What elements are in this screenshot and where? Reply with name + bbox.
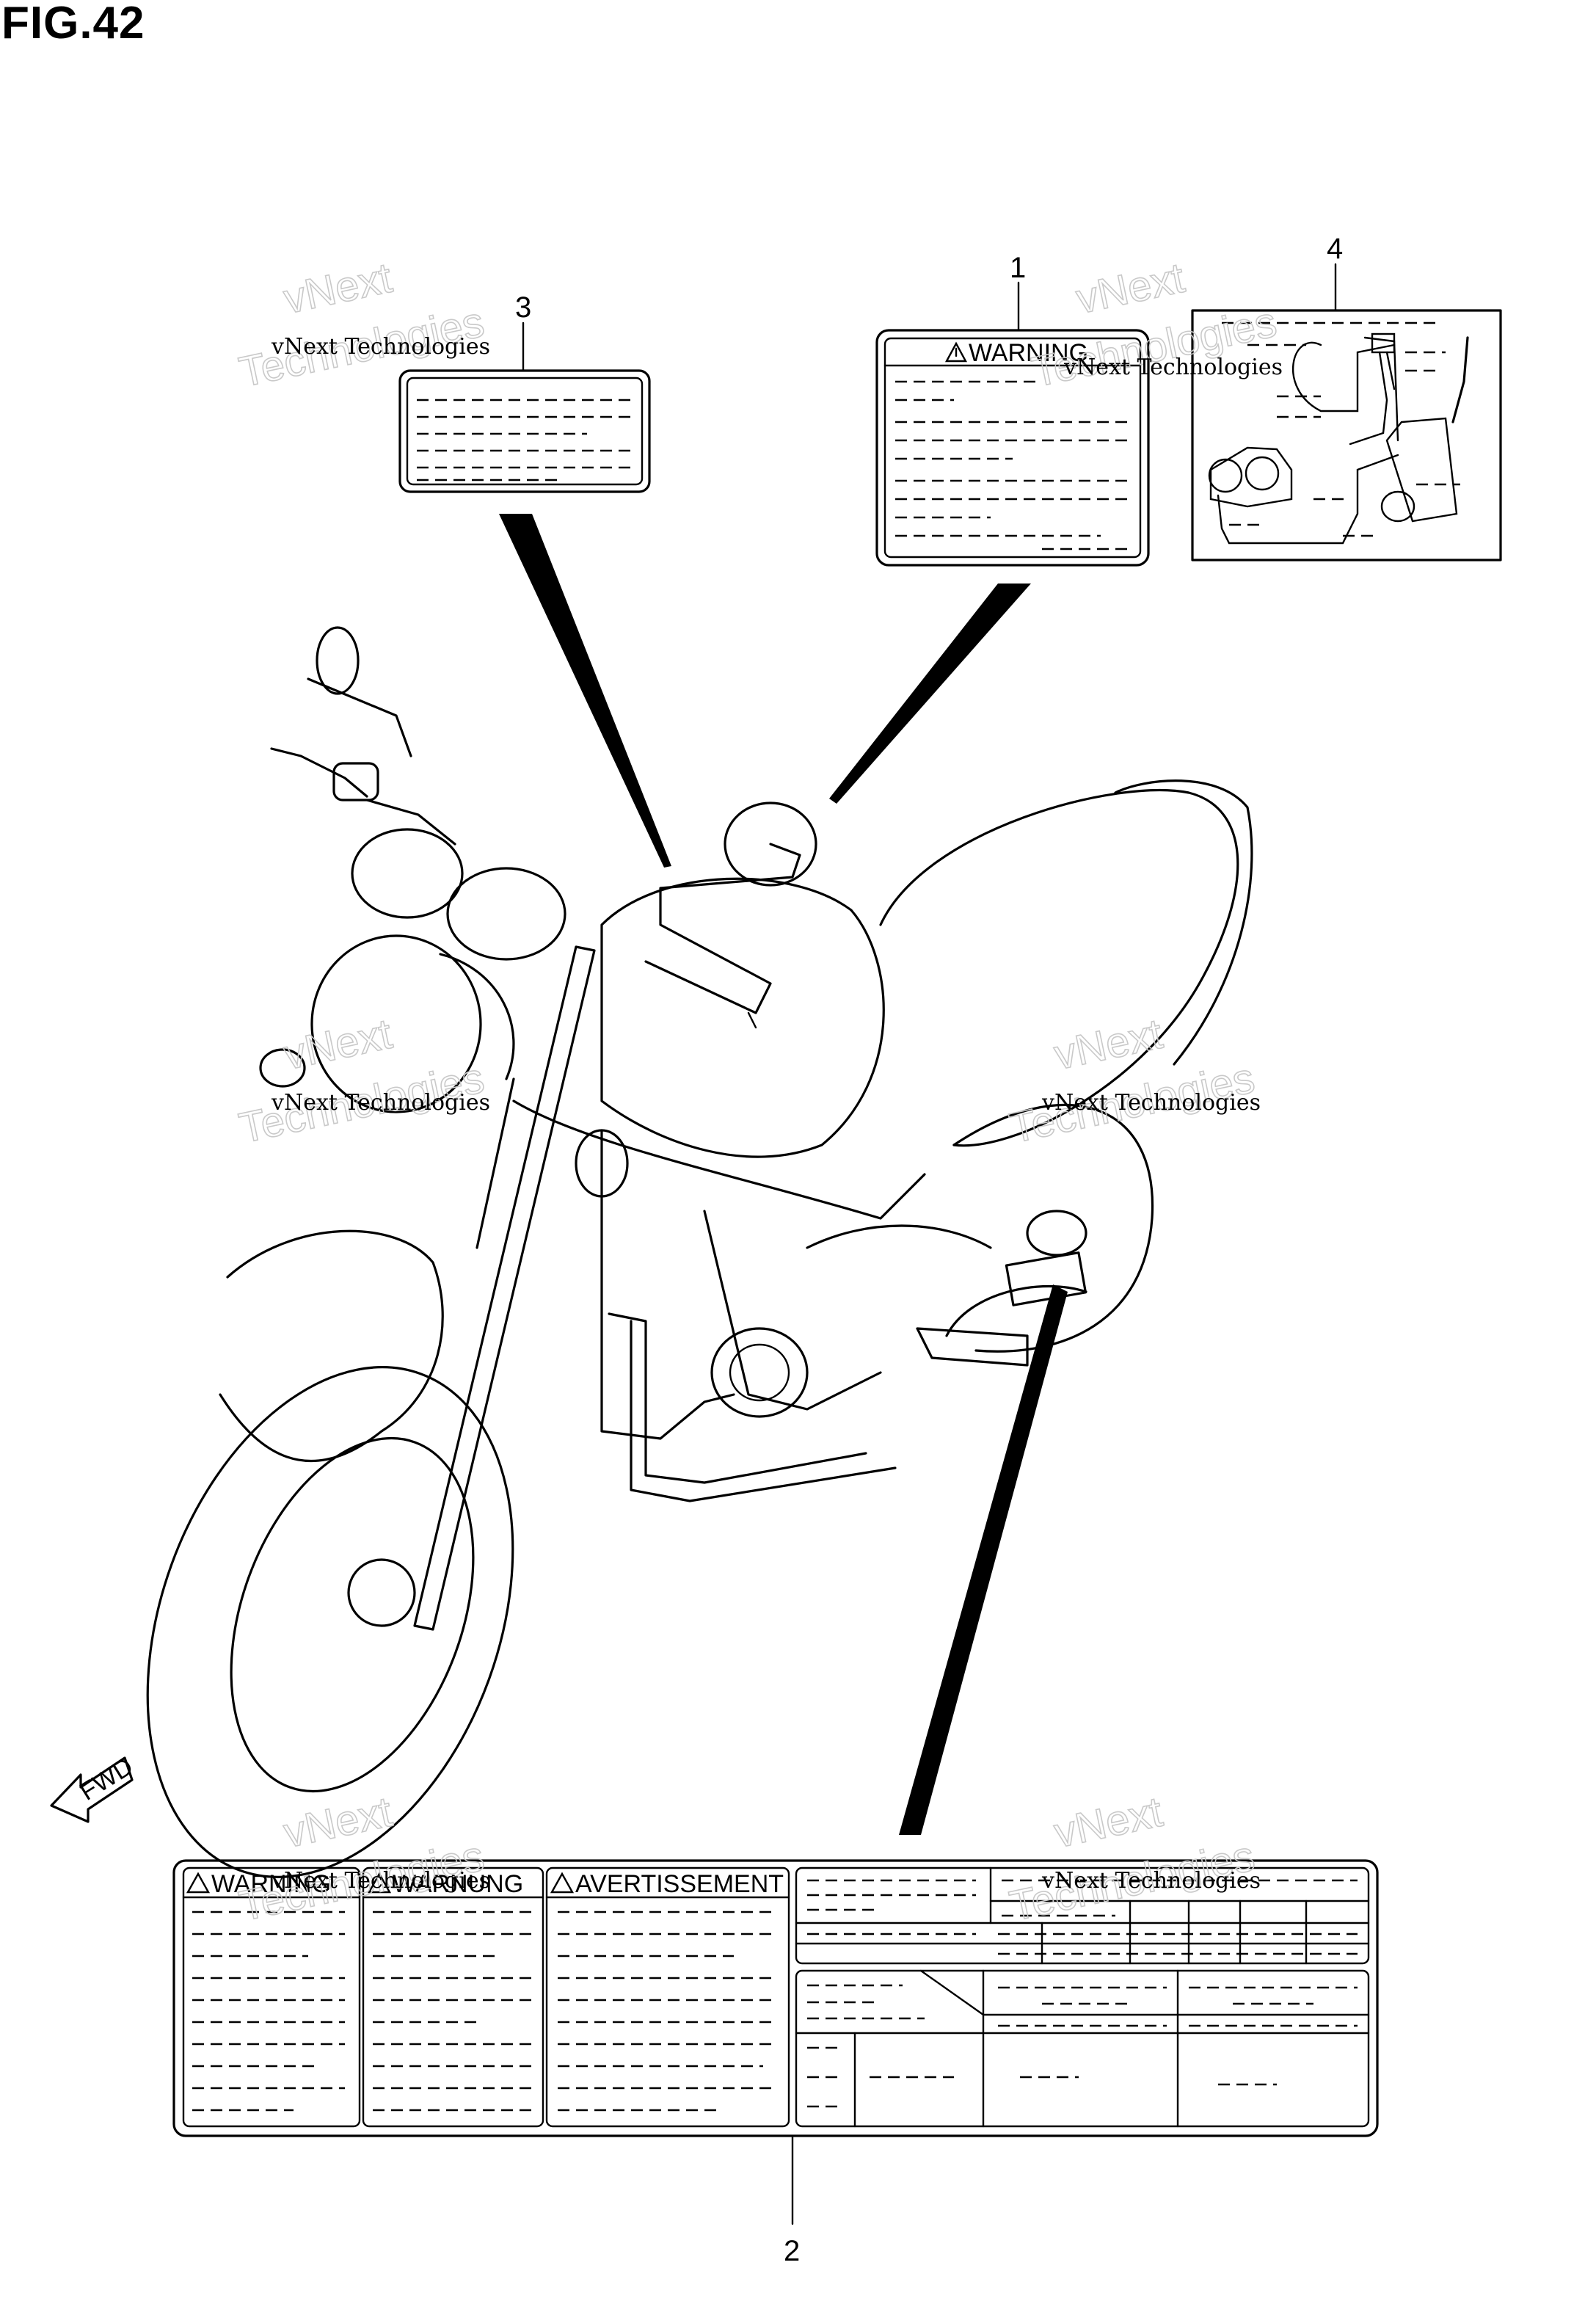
callout-4: 4: [1327, 233, 1343, 265]
svg-text:vNext: vNext: [1050, 1788, 1167, 1857]
warning-triangle-icon: [367, 1872, 392, 1894]
leader-wedge-2: [899, 1284, 1068, 1835]
label-2[interactable]: WARNING WARNUNG AVERTISSEMENT: [172, 1859, 1379, 2137]
svg-text:vNext: vNext: [1050, 1010, 1167, 1079]
svg-text:vNext: vNext: [280, 254, 396, 323]
label-3[interactable]: [398, 369, 651, 493]
label-2-avertissement-text: AVERTISSEMENT: [575, 1870, 784, 1898]
svg-text:vNext Technologies: vNext Technologies: [1041, 1868, 1261, 1894]
svg-text:Technologies: Technologies: [1027, 298, 1280, 396]
svg-text:vNext Technologies: vNext Technologies: [271, 1090, 490, 1116]
callout-3: 3: [515, 291, 531, 324]
warning-triangle-icon: [550, 1872, 575, 1894]
callout-2: 2: [784, 2235, 800, 2267]
figure-title: FIG.42: [1, 0, 145, 48]
forward-arrow-icon: FWD: [50, 1753, 138, 1823]
svg-text:vNext: vNext: [280, 1010, 396, 1079]
label-1[interactable]: WARNING: [875, 329, 1150, 567]
svg-text:vNext Technologies: vNext Technologies: [1041, 1090, 1261, 1116]
warning-triangle-icon: [944, 341, 968, 363]
label-1-warning-text: WARNING: [969, 339, 1088, 367]
motorcycle-drawing: [146, 626, 1253, 1878]
leader-wedge-1: [829, 584, 1031, 804]
label-4[interactable]: [1191, 309, 1502, 561]
svg-text:vNext: vNext: [1072, 254, 1189, 323]
watermark: vNext Technologies vNext Technologies vN…: [235, 253, 1283, 1931]
label-2-warning-text: WARNING: [211, 1870, 331, 1898]
warning-triangle-icon: [186, 1872, 211, 1894]
svg-text:vNext: vNext: [280, 1788, 396, 1857]
svg-text:vNext Technologies: vNext Technologies: [1063, 355, 1283, 380]
svg-text:vNext Technologies: vNext Technologies: [271, 334, 490, 360]
callout-1: 1: [1010, 252, 1026, 284]
svg-text:vNext Technologies: vNext Technologies: [271, 1868, 490, 1894]
label-2-warnung-text: WARNUNG: [393, 1870, 523, 1898]
leader-wedge-3: [499, 514, 671, 868]
